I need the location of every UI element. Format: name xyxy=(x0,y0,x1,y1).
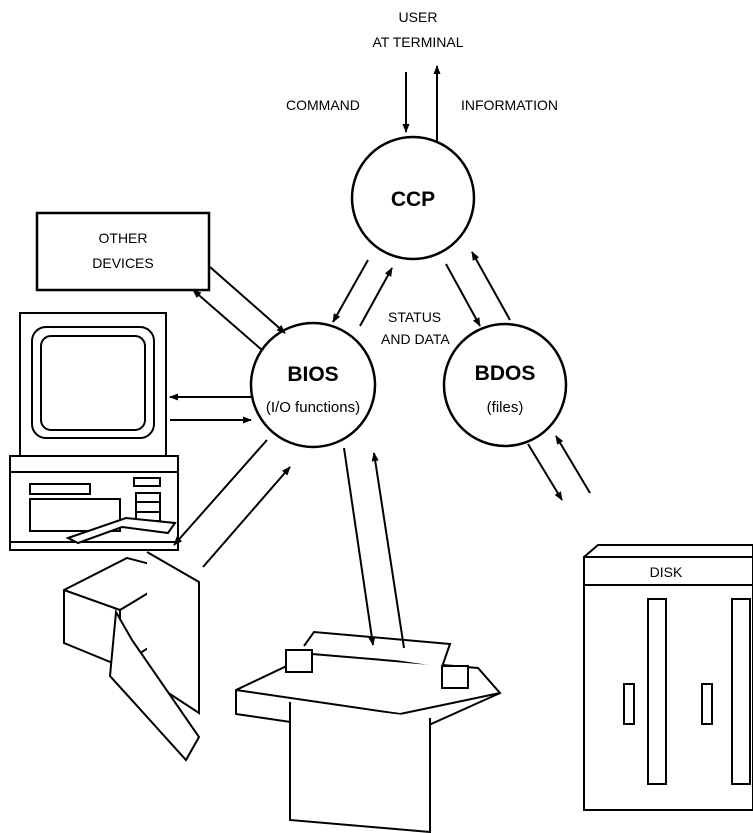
information-label: INFORMATION xyxy=(461,97,558,113)
disk-label: DISK xyxy=(650,564,683,580)
bdos-title: BDOS xyxy=(475,362,536,385)
command-label: COMMAND xyxy=(286,97,360,113)
bdos-to-disk-arrow xyxy=(527,443,563,501)
status-label-line2: AND DATA xyxy=(381,331,450,347)
printer-icon xyxy=(235,630,502,833)
user-label-line2: AT TERMINAL xyxy=(372,34,463,50)
user-label-line1: USER xyxy=(399,9,438,25)
other-devices-to-bios-arrow xyxy=(209,266,286,334)
tape-to-bios-arrow xyxy=(202,466,291,568)
other-devices-line2: DEVICES xyxy=(92,255,153,271)
disk-to-bdos-arrow xyxy=(555,435,591,494)
bios-circle xyxy=(249,321,377,449)
other-devices-box xyxy=(35,211,211,292)
ccp-to-bios-arrow xyxy=(332,259,369,323)
bdos-subtitle: (files) xyxy=(487,399,524,416)
bdos-circle xyxy=(442,322,568,448)
bios-to-tape-arrow xyxy=(173,439,268,546)
bios-to-ccp-arrow xyxy=(359,267,393,327)
bios-to-other-devices-arrow xyxy=(192,289,263,351)
bdos-to-ccp-arrow xyxy=(471,251,511,321)
ccp-circle xyxy=(350,135,476,261)
terminal-icon xyxy=(9,312,179,551)
ccp-title: CCP xyxy=(391,188,435,211)
bios-title: BIOS xyxy=(287,363,338,386)
disk-icon xyxy=(583,544,753,811)
bios-subtitle: (I/O functions) xyxy=(266,399,360,416)
paper-tape-device-icon xyxy=(63,516,201,762)
printer-to-bios-arrow xyxy=(371,452,405,649)
status-label-line1: STATUS xyxy=(388,309,441,325)
ccp-to-bdos-arrow xyxy=(445,263,481,327)
other-devices-line1: OTHER xyxy=(99,230,148,246)
bios-to-printer-arrow xyxy=(343,447,376,646)
